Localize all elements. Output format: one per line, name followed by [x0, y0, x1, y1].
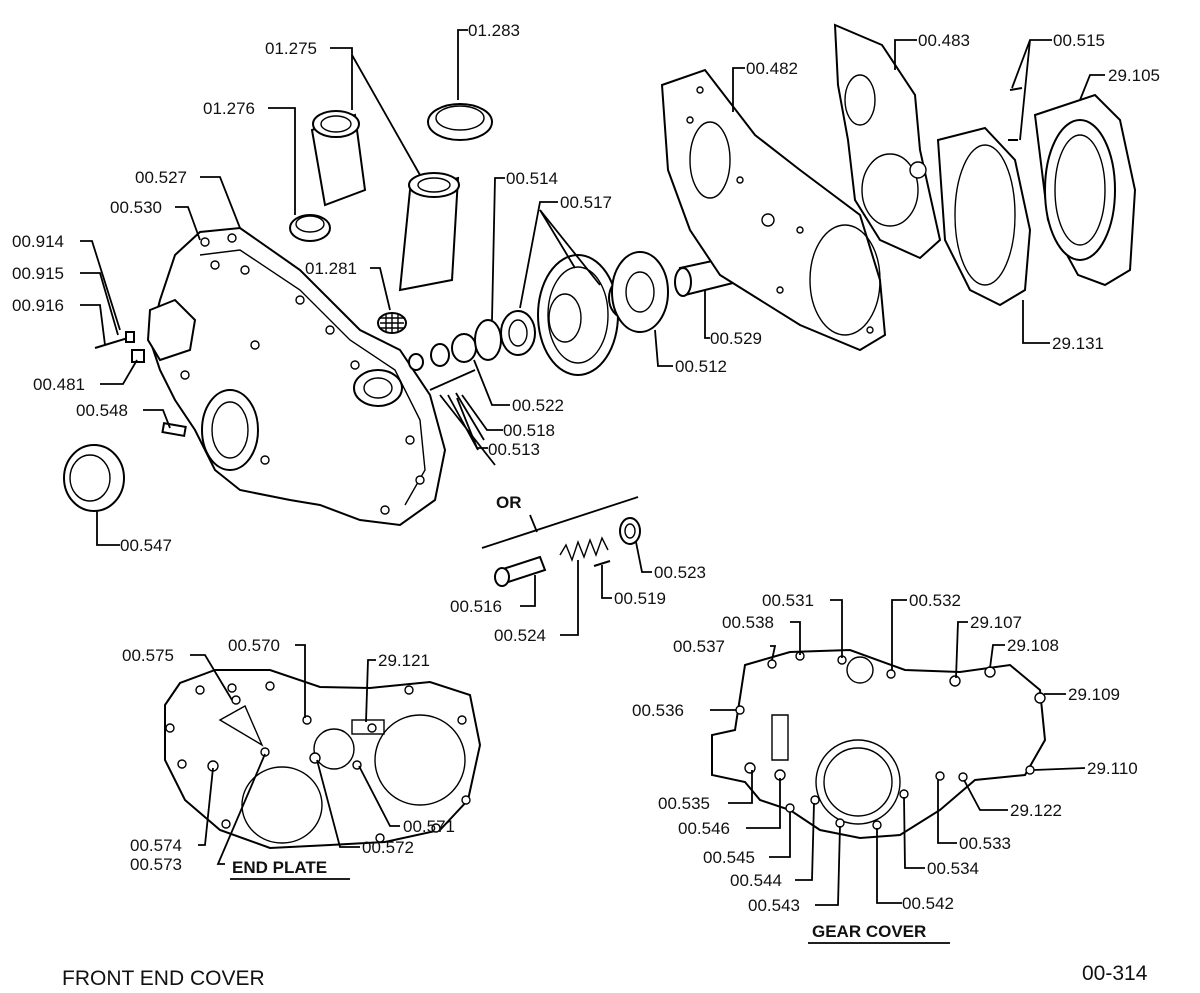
label-00-535: 00.535 — [658, 794, 710, 813]
label-01-281: 01.281 — [305, 259, 357, 278]
label-00-517: 00.517 — [560, 193, 612, 212]
label-00-915: 00.915 — [12, 264, 64, 283]
label-00-544: 00.544 — [730, 871, 782, 890]
label-00-513: 00.513 — [488, 440, 540, 459]
label-or: OR — [496, 493, 522, 512]
label-01-283: 01.283 — [468, 21, 520, 40]
label-00-571: 00.571 — [403, 817, 455, 836]
large-gasket — [660, 68, 887, 352]
label-00-543: 00.543 — [748, 896, 800, 915]
label-00-483: 00.483 — [918, 31, 970, 50]
end-gasket — [833, 23, 942, 260]
label-00-529: 00.529 — [710, 329, 762, 348]
label-00-522: 00.522 — [512, 396, 564, 415]
label-00-515: 00.515 — [1053, 31, 1105, 50]
alternative-assembly — [429, 369, 641, 587]
filler-tubes — [289, 103, 493, 334]
idler-gear-assembly — [408, 251, 747, 376]
label-00-524: 00.524 — [494, 626, 546, 645]
gear-cover-title: GEAR COVER — [812, 922, 926, 941]
label-00-547: 00.547 — [120, 536, 172, 555]
label-00-574: 00.574 — [130, 836, 182, 855]
label-00-514: 00.514 — [506, 169, 558, 188]
label-29-107: 29.107 — [970, 613, 1022, 632]
label-00-537: 00.537 — [673, 637, 725, 656]
label-29-110: 29.110 — [1087, 759, 1138, 778]
label-01-276: 01.276 — [203, 99, 255, 118]
label-29-131: 29.131 — [1052, 334, 1104, 353]
label-00-531: 00.531 — [762, 591, 814, 610]
label-00-548: 00.548 — [76, 401, 128, 420]
seal-housing — [1008, 87, 1137, 287]
label-00-536: 00.536 — [632, 701, 684, 720]
label-29-122: 29.122 — [1010, 801, 1062, 820]
end-plate-title: END PLATE — [232, 858, 327, 877]
label-00-512: 00.512 — [675, 357, 727, 376]
label-00-530: 00.530 — [110, 198, 162, 217]
bolt-assembly — [94, 331, 187, 438]
label-29-108: 29.108 — [1007, 636, 1059, 655]
front-cover-housing — [146, 226, 447, 527]
label-00-533: 00.533 — [959, 834, 1011, 853]
label-00-534: 00.534 — [927, 859, 979, 878]
label-29-109: 29.109 — [1068, 685, 1120, 704]
gear-cover — [711, 648, 1047, 840]
label-00-570: 00.570 — [228, 636, 280, 655]
label-00-516: 00.516 — [450, 597, 502, 616]
label-00-527: 00.527 — [135, 168, 187, 187]
round-gasket — [936, 126, 1032, 307]
label-00-914: 00.914 — [12, 232, 64, 251]
label-00-546: 00.546 — [678, 819, 730, 838]
label-00-538: 00.538 — [722, 613, 774, 632]
figure-number: 00-314 — [1082, 962, 1148, 985]
label-00-573: 00.573 — [130, 855, 182, 874]
label-00-518: 00.518 — [503, 421, 555, 440]
label-00-482: 00.482 — [746, 59, 798, 78]
oil-seal — [63, 444, 125, 512]
label-00-575: 00.575 — [122, 646, 174, 665]
label-00-916: 00.916 — [12, 296, 64, 315]
label-00-545: 00.545 — [703, 848, 755, 867]
label-29-121: 29.121 — [378, 651, 430, 670]
label-00-519: 00.519 — [614, 589, 666, 608]
label-00-532: 00.532 — [909, 591, 961, 610]
label-00-481: 00.481 — [33, 375, 85, 394]
page-title: FRONT END COVER — [62, 967, 265, 990]
label-00-542: 00.542 — [902, 894, 954, 913]
leader-lines — [80, 29, 1105, 906]
label-00-572: 00.572 — [362, 838, 414, 857]
label-00-523: 00.523 — [654, 563, 706, 582]
callout-labels: 01.283 01.275 01.276 01.281 00.527 00.53… — [12, 21, 1160, 944]
label-01-275: 01.275 — [265, 39, 317, 58]
label-29-105: 29.105 — [1108, 66, 1160, 85]
